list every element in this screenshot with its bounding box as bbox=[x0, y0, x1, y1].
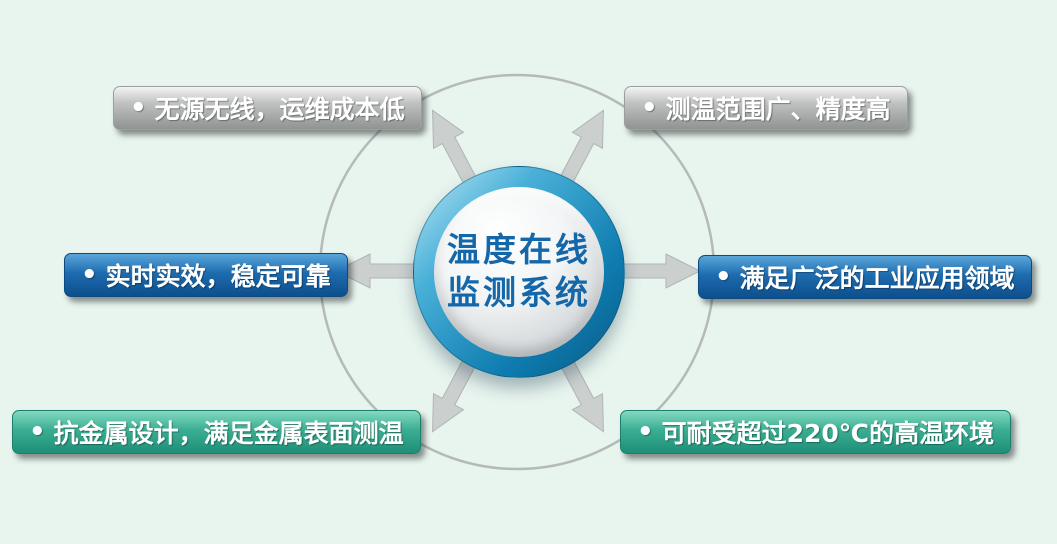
feature-label: 测温范围广、精度高 bbox=[665, 95, 891, 124]
bullet-icon: • bbox=[715, 262, 732, 292]
bullet-icon: • bbox=[81, 260, 98, 290]
center-badge-inner: 温度在线 监测系统 bbox=[434, 187, 604, 357]
arrow-down-left-icon bbox=[432, 355, 478, 433]
feature-box-realtime-reliable: • 实时实效，稳定可靠 bbox=[64, 253, 348, 297]
feature-box-wide-range: • 测温范围广、精度高 bbox=[624, 86, 908, 130]
feature-label: 实时实效，稳定可靠 bbox=[105, 262, 331, 291]
feature-label: 可耐受超过220℃的高温环境 bbox=[661, 419, 995, 448]
arrow-down-right-icon bbox=[558, 355, 604, 433]
arrow-up-right-icon bbox=[558, 109, 604, 187]
feature-box-anti-metal: • 抗金属设计，满足金属表面测温 bbox=[12, 410, 421, 454]
feature-box-industrial-applications: • 满足广泛的工业应用领域 bbox=[698, 255, 1032, 299]
arrow-left-icon bbox=[334, 253, 419, 289]
center-title-line2: 监测系统 bbox=[447, 273, 591, 312]
bullet-icon: • bbox=[29, 417, 46, 447]
center-badge: 温度在线 监测系统 bbox=[413, 166, 625, 378]
feature-label: 抗金属设计，满足金属表面测温 bbox=[53, 419, 404, 448]
bullet-icon: • bbox=[637, 417, 654, 447]
feature-box-high-temperature: • 可耐受超过220℃的高温环境 bbox=[620, 410, 1012, 454]
feature-box-passive-wireless: • 无源无线，运维成本低 bbox=[113, 86, 422, 130]
center-title-line1: 温度在线 bbox=[447, 230, 591, 270]
feature-label: 无源无线，运维成本低 bbox=[154, 95, 405, 124]
bullet-icon: • bbox=[641, 93, 658, 123]
bullet-icon: • bbox=[130, 93, 147, 123]
feature-label: 满足广泛的工业应用领域 bbox=[739, 264, 1015, 293]
arrow-right-icon bbox=[617, 253, 702, 289]
arrow-up-left-icon bbox=[432, 109, 478, 187]
